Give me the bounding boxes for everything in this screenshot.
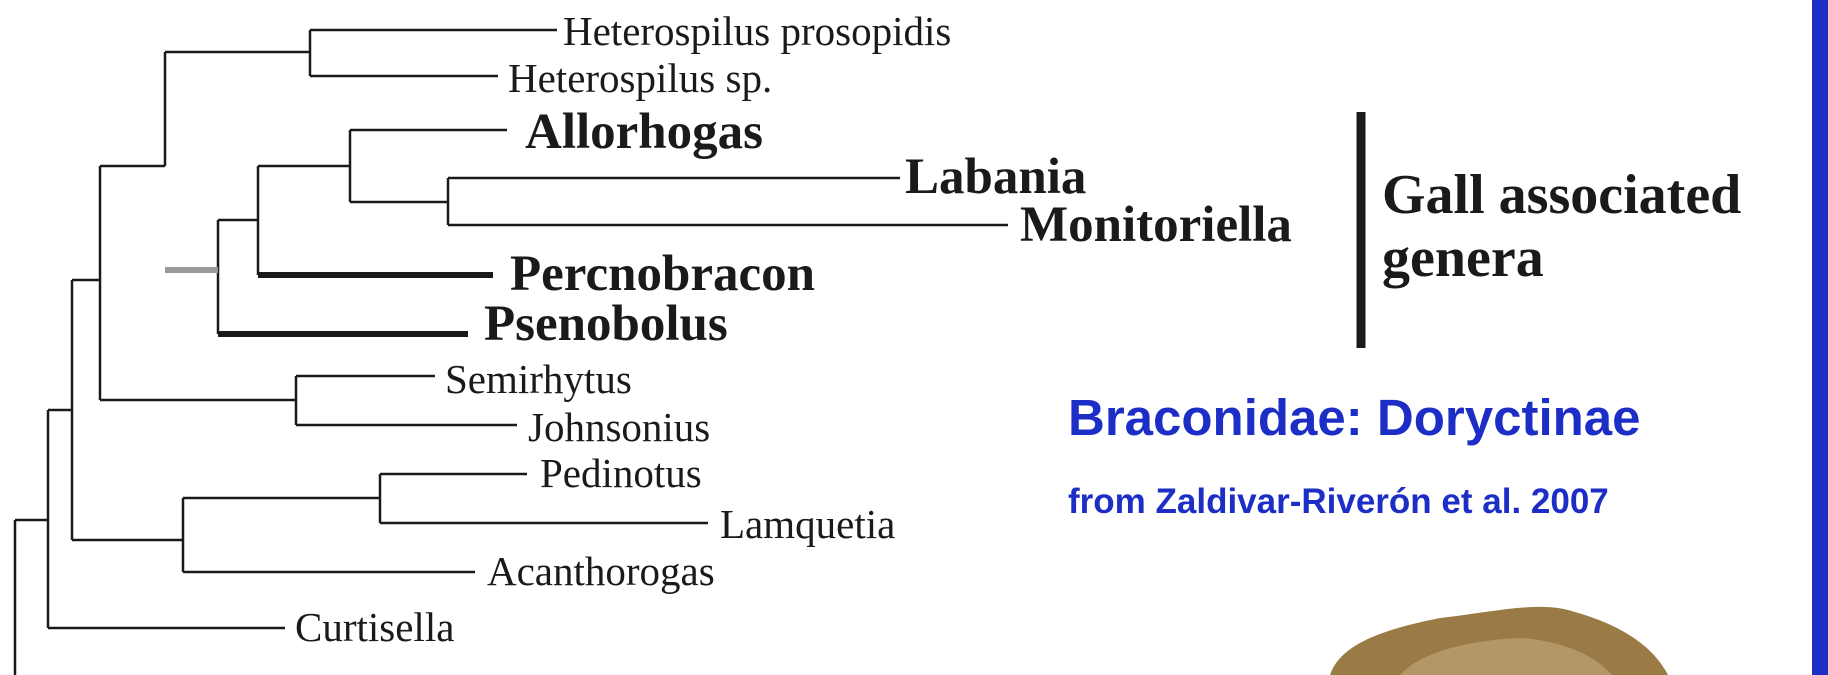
group-label-line-2: genera	[1382, 227, 1741, 290]
citation: from Zaldivar-Riverón et al. 2007	[1068, 484, 1609, 519]
taxon-label-johnsonius: Johnsonius	[528, 407, 710, 448]
taxon-label-curtisella: Curtisella	[295, 607, 454, 648]
group-label-line-1: Gall associated	[1382, 164, 1741, 227]
taxon-label-lamquetia: Lamquetia	[720, 504, 895, 545]
taxon-label-labania: Labania	[905, 152, 1086, 203]
taxon-label-percnobracon: Percnobracon	[510, 249, 815, 300]
taxon-label-semirhytus: Semirhytus	[445, 359, 632, 400]
slide-edge-bar	[1812, 0, 1828, 675]
gall-branches	[218, 275, 493, 334]
taxon-label-psenobolus: Psenobolus	[484, 299, 728, 350]
gall-photo	[1330, 607, 1668, 675]
taxon-label-heterospilus-sp: Heterospilus sp.	[508, 58, 772, 99]
group-label-gall-associated: Gall associated genera	[1382, 164, 1741, 290]
taxon-label-heterospilus-prosopidis: Heterospilus prosopidis	[563, 11, 951, 52]
slide-title: Braconidae: Doryctinae	[1068, 392, 1641, 443]
taxon-label-allorhogas: Allorhogas	[525, 107, 763, 158]
taxon-label-monitoriella: Monitoriella	[1020, 200, 1292, 251]
taxon-label-acanthorogas: Acanthorogas	[487, 551, 715, 592]
taxon-label-pedinotus: Pedinotus	[540, 453, 702, 494]
